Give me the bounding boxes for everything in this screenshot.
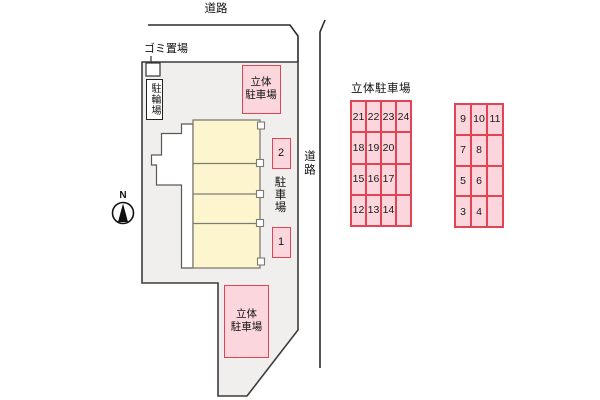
parking-cell: 9 [455, 104, 471, 135]
building-entrance-outline [150, 123, 194, 269]
garbage-area-label: ゴミ置場 [144, 43, 188, 55]
multistory-bottom-line1: 立体 [236, 308, 257, 320]
parking-cell: 3 [455, 196, 471, 227]
parking-cell: 10 [471, 104, 487, 135]
parking-cell: 12 [351, 194, 366, 226]
parking-area-label: 駐車場 [273, 176, 286, 214]
parking-cell: 7 [455, 134, 471, 166]
parking-cell [487, 196, 503, 227]
parking-cell: 16 [366, 163, 381, 195]
bicycle-parking-box: 駐輪場 [146, 79, 163, 120]
parking-spot-1: 1 [271, 226, 291, 258]
parking-cell: 21 [351, 101, 366, 133]
multistory-parking-box-bottom: 立体 駐車場 [224, 284, 269, 358]
compass-icon [111, 201, 135, 225]
compass-needle-icon [118, 203, 128, 222]
parking-cell [396, 132, 411, 164]
multistory-section-title: 立体駐車場 [351, 83, 411, 95]
parking-cell: 8 [471, 134, 487, 166]
compass-north-label: N [119, 190, 127, 201]
garbage-box [145, 62, 161, 77]
building-notch [255, 158, 265, 168]
parking-cell: 4 [471, 196, 487, 227]
parking-cell: 23 [381, 101, 396, 133]
parking-cell: 24 [396, 101, 411, 133]
multistory-top-line1: 立体 [250, 76, 272, 88]
multistory-parking-box-top: 立体 駐車場 [241, 64, 281, 114]
parking-spot-1-label: 1 [277, 236, 285, 248]
parking-cell: 11 [487, 104, 503, 135]
road-edge-right [319, 19, 326, 368]
parking-cell: 5 [455, 165, 471, 197]
parking-cell [487, 165, 503, 197]
parking-cell: 17 [381, 163, 396, 195]
building-notch [255, 189, 265, 199]
road-edge-top [148, 24, 299, 62]
parking-spot-2: 2 [271, 137, 291, 169]
parking-cell [487, 134, 503, 166]
bicycle-parking-label: 駐輪場 [149, 83, 160, 116]
parking-cell: 6 [471, 165, 487, 197]
building-notch [256, 257, 266, 266]
road-right-label: 道路 [303, 150, 315, 177]
building-notch [255, 218, 265, 228]
multistory-top-line2: 駐車場 [245, 89, 277, 101]
parking-cell: 22 [366, 101, 381, 133]
parking-cell: 18 [351, 132, 366, 164]
multistory-bottom-line2: 駐車場 [230, 321, 263, 333]
parking-cell: 14 [381, 194, 396, 226]
parking-cell [396, 194, 411, 226]
road-top-label: 道路 [204, 3, 228, 15]
parking-cell: 19 [366, 132, 381, 164]
building-notch [256, 121, 266, 130]
parking-spot-2-label: 2 [277, 147, 285, 159]
parking-cell [396, 163, 411, 195]
parking-cell: 15 [351, 163, 366, 195]
parking-cell: 20 [381, 132, 396, 164]
parking-cell: 13 [366, 194, 381, 226]
